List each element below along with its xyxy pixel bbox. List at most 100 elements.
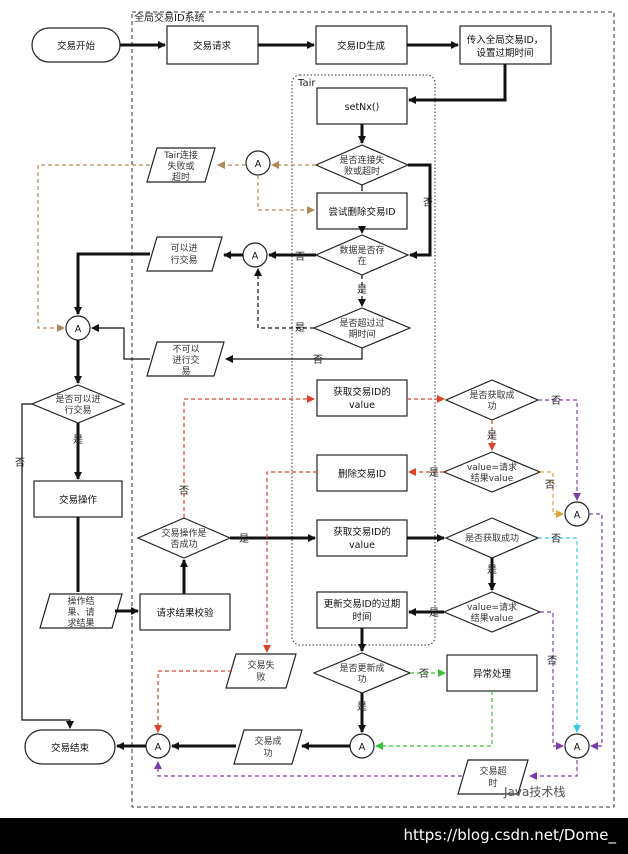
label-no-valueeq2: 否 <box>547 655 557 667</box>
edge-got1-no <box>538 399 581 501</box>
setnx-label: setNx() <box>345 102 380 113</box>
edge-a4-a7 <box>589 513 603 750</box>
edge-cantrade-a3 <box>74 252 150 315</box>
purple-edges <box>154 399 603 780</box>
get-id-2-box <box>316 519 408 557</box>
edge-got2-no <box>538 537 581 733</box>
exception-box <box>446 654 538 692</box>
request-box <box>166 25 259 65</box>
try-delete-box <box>316 192 408 230</box>
edge-fail-a5 <box>154 670 232 733</box>
label-no-cantrade: 否 <box>15 457 25 469</box>
label-yes-got1: 是 <box>487 430 497 442</box>
thin-edges <box>21 185 366 729</box>
edge-cantradeq-no <box>21 403 74 729</box>
connector-a-4-label: A <box>574 510 581 521</box>
got-q1-1: 是否获取成 <box>469 389 514 401</box>
label-no-got2: 否 <box>551 533 561 545</box>
edge-timeout-a5 <box>154 761 462 777</box>
edge-delete-fail <box>263 471 317 653</box>
can-trade-data <box>146 236 223 272</box>
update-ok-q-2: 功 <box>357 674 366 685</box>
edge-exception-a6 <box>375 691 493 750</box>
trade-fail-data <box>225 653 297 689</box>
request-label: 交易请求 <box>193 40 232 52</box>
value-eq-2-l1: value=请求 <box>467 601 517 613</box>
get-id-2-l2: value <box>349 540 375 551</box>
value-eq-1-decision <box>442 451 542 493</box>
footer-url: https://blog.csdn.net/Dome_ <box>403 826 616 844</box>
cannot-trade-1: 不可以 <box>172 344 199 355</box>
trade-timeout-1: 交易超 <box>479 765 506 777</box>
exception-label: 异常处理 <box>473 668 512 680</box>
watermark: Java技术栈 <box>504 785 566 799</box>
pass-id-box <box>459 25 552 65</box>
trade-timeout-2: 时 <box>488 777 497 789</box>
edge-expired-yes <box>254 268 314 329</box>
tair-region <box>291 74 436 646</box>
label-yes-updateq: 是 <box>357 701 367 713</box>
data-exists-q-2: 在 <box>357 255 366 267</box>
trade-success-data <box>233 729 303 765</box>
trade-success-1: 交易成 <box>254 735 281 747</box>
get-id-1-l1: 获取交易ID的 <box>333 386 391 398</box>
get-id-2-l1: 获取交易ID的 <box>333 526 391 538</box>
expired-q-1: 是否超过过 <box>339 317 384 329</box>
can-trade-2: 行交易 <box>170 254 197 266</box>
value-eq-1-l2: 结果value <box>471 472 514 484</box>
trade-op-label: 交易操作 <box>59 494 98 506</box>
connector-a-7-label: A <box>574 742 581 753</box>
start-label: 交易开始 <box>57 40 96 52</box>
label-no-expired: 否 <box>313 354 323 366</box>
connector-a-7 <box>564 733 590 759</box>
connector-a-2-label: A <box>252 251 259 262</box>
edge-expired-no <box>225 348 363 363</box>
value-eq-2-decision <box>442 591 542 633</box>
tair-title: Tair <box>297 78 316 89</box>
gen-id-box <box>315 25 408 65</box>
trade-success-2: 功 <box>263 748 272 759</box>
edge-valueeq2-no <box>540 611 564 750</box>
edge-cannot-a3 <box>91 324 150 360</box>
cannot-trade-3: 易 <box>181 366 190 377</box>
gen-id-label: 交易ID生成 <box>337 40 386 52</box>
edge-a1-trydelete <box>257 175 315 214</box>
connector-a-3-label: A <box>75 324 82 335</box>
edge-connq-no <box>408 163 432 259</box>
op-result-3: 求结果 <box>67 617 94 629</box>
connector-a-5-label: A <box>155 742 162 753</box>
label-yes-valueeq1: 是 <box>429 467 439 479</box>
edge-tradeok-no <box>183 395 315 518</box>
edge-tairfail-a3 <box>37 164 150 332</box>
update-expire-l2: 时间 <box>352 611 371 623</box>
label-no-connq: 否 <box>423 197 433 209</box>
label-yes-expired: 是 <box>295 322 305 334</box>
delete-id-box <box>316 454 408 492</box>
can-trade-q-2: 行交易 <box>64 404 91 416</box>
global-system-region <box>131 11 615 808</box>
can-trade-q-1: 是否可以进 <box>55 394 100 405</box>
connector-a-6-label: A <box>359 742 366 753</box>
pass-id-label-1: 传入全局交易ID， <box>467 34 544 46</box>
delete-id-label: 删除交易ID <box>338 468 386 480</box>
update-expire-box <box>316 591 408 629</box>
cannot-trade-data <box>146 341 225 377</box>
red-edges <box>154 395 496 733</box>
tair-fail-2: 失败或 <box>167 160 194 172</box>
get-id-1-box <box>316 379 408 417</box>
trade-fail-1: 交易失 <box>247 659 274 671</box>
update-ok-q-1: 是否更新成 <box>339 662 384 674</box>
footer-bar: https://blog.csdn.net/Dome_ <box>0 818 628 854</box>
op-result-data <box>39 593 123 629</box>
value-eq-2-l2: 结果value <box>471 612 514 624</box>
brown-edges <box>37 161 316 332</box>
main-edges <box>74 41 507 750</box>
update-expire-l1: 更新交易ID的过期 <box>324 598 401 610</box>
conn-fail-q-1: 是否连接失 <box>339 154 384 166</box>
trade-timeout-data <box>457 759 529 795</box>
label-yes-tradeok: 是 <box>239 533 249 545</box>
data-exists-q-1: 数据是否存 <box>339 244 384 256</box>
trade-ok-decision <box>136 517 232 559</box>
label-no-valueeq1: 否 <box>545 479 555 491</box>
got-q2-1: 是否获取成功 <box>465 532 519 544</box>
